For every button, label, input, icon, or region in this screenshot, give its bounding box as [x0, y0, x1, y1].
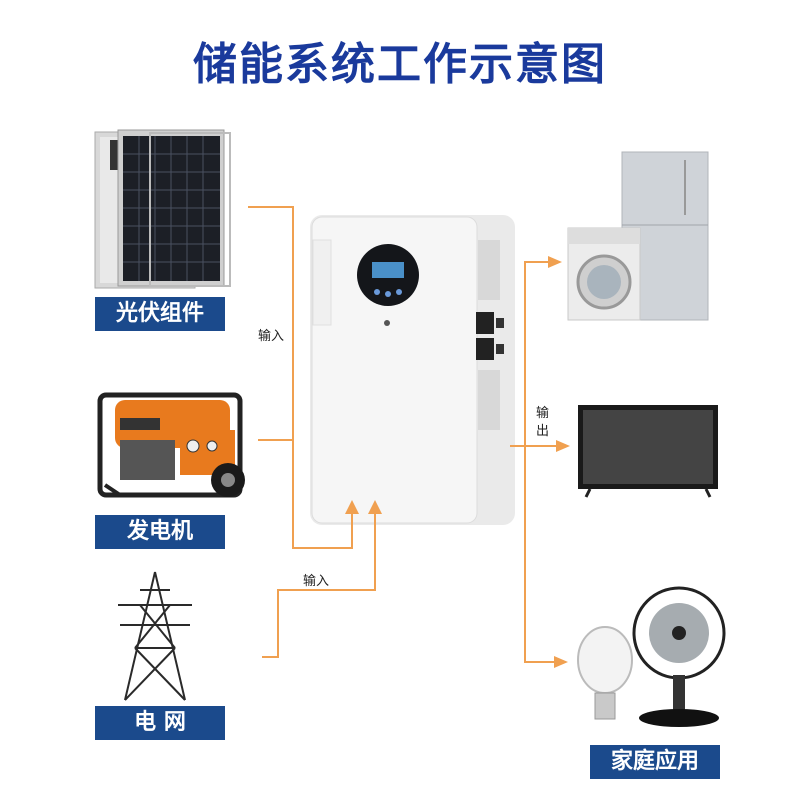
power-tower-image	[118, 571, 192, 701]
source-label-grid: 电 网	[95, 706, 225, 740]
source-label-solar: 光伏组件	[95, 297, 225, 331]
generator-image	[97, 392, 245, 498]
flow-label-output-line2: 出	[536, 424, 550, 439]
fridge-washer-image	[567, 151, 709, 321]
flow-label-input-top: 输入	[258, 329, 285, 344]
solar-panel-image	[94, 129, 231, 289]
arrow-heads	[345, 256, 570, 668]
flow-label-output-line1: 输	[536, 406, 550, 421]
battery-cabinet-image	[310, 215, 515, 525]
flow-lines	[248, 206, 560, 663]
page-title: 储能系统工作示意图	[193, 39, 607, 90]
television-image	[578, 405, 718, 498]
source-label-generator: 发电机	[95, 515, 225, 549]
flow-label-input-bottom: 输入	[303, 574, 330, 589]
bulb-fan-image	[577, 586, 726, 727]
loads-label: 家庭应用	[590, 745, 720, 779]
